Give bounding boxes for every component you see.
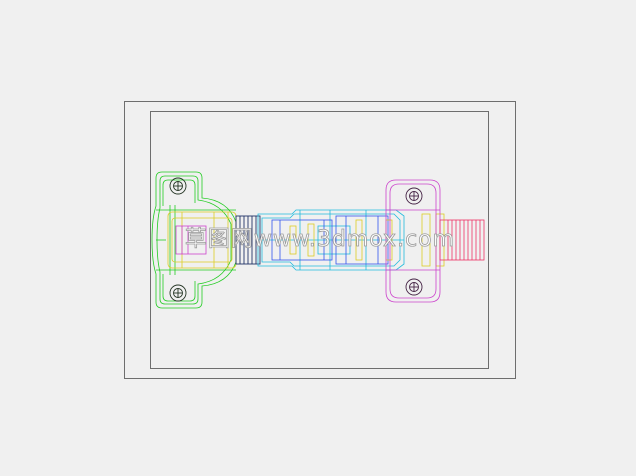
screw-hole-right-bottom <box>405 278 423 296</box>
screw-hole-left-bottom <box>169 284 187 302</box>
hinge-cup <box>167 211 237 269</box>
screw-hole-left-top <box>169 177 187 195</box>
watermark-text: 草图网www.3dmox.com <box>185 227 455 252</box>
spring-coil <box>439 219 485 261</box>
mounting-plate-left <box>151 171 237 309</box>
outer-frame <box>124 101 516 379</box>
arm-slider <box>271 215 389 265</box>
connector-block <box>235 215 261 265</box>
inner-frame <box>150 111 489 369</box>
mounting-plate-right <box>385 179 441 303</box>
screw-hole-right-top <box>405 187 423 205</box>
hinge-cup-detail <box>175 225 207 255</box>
